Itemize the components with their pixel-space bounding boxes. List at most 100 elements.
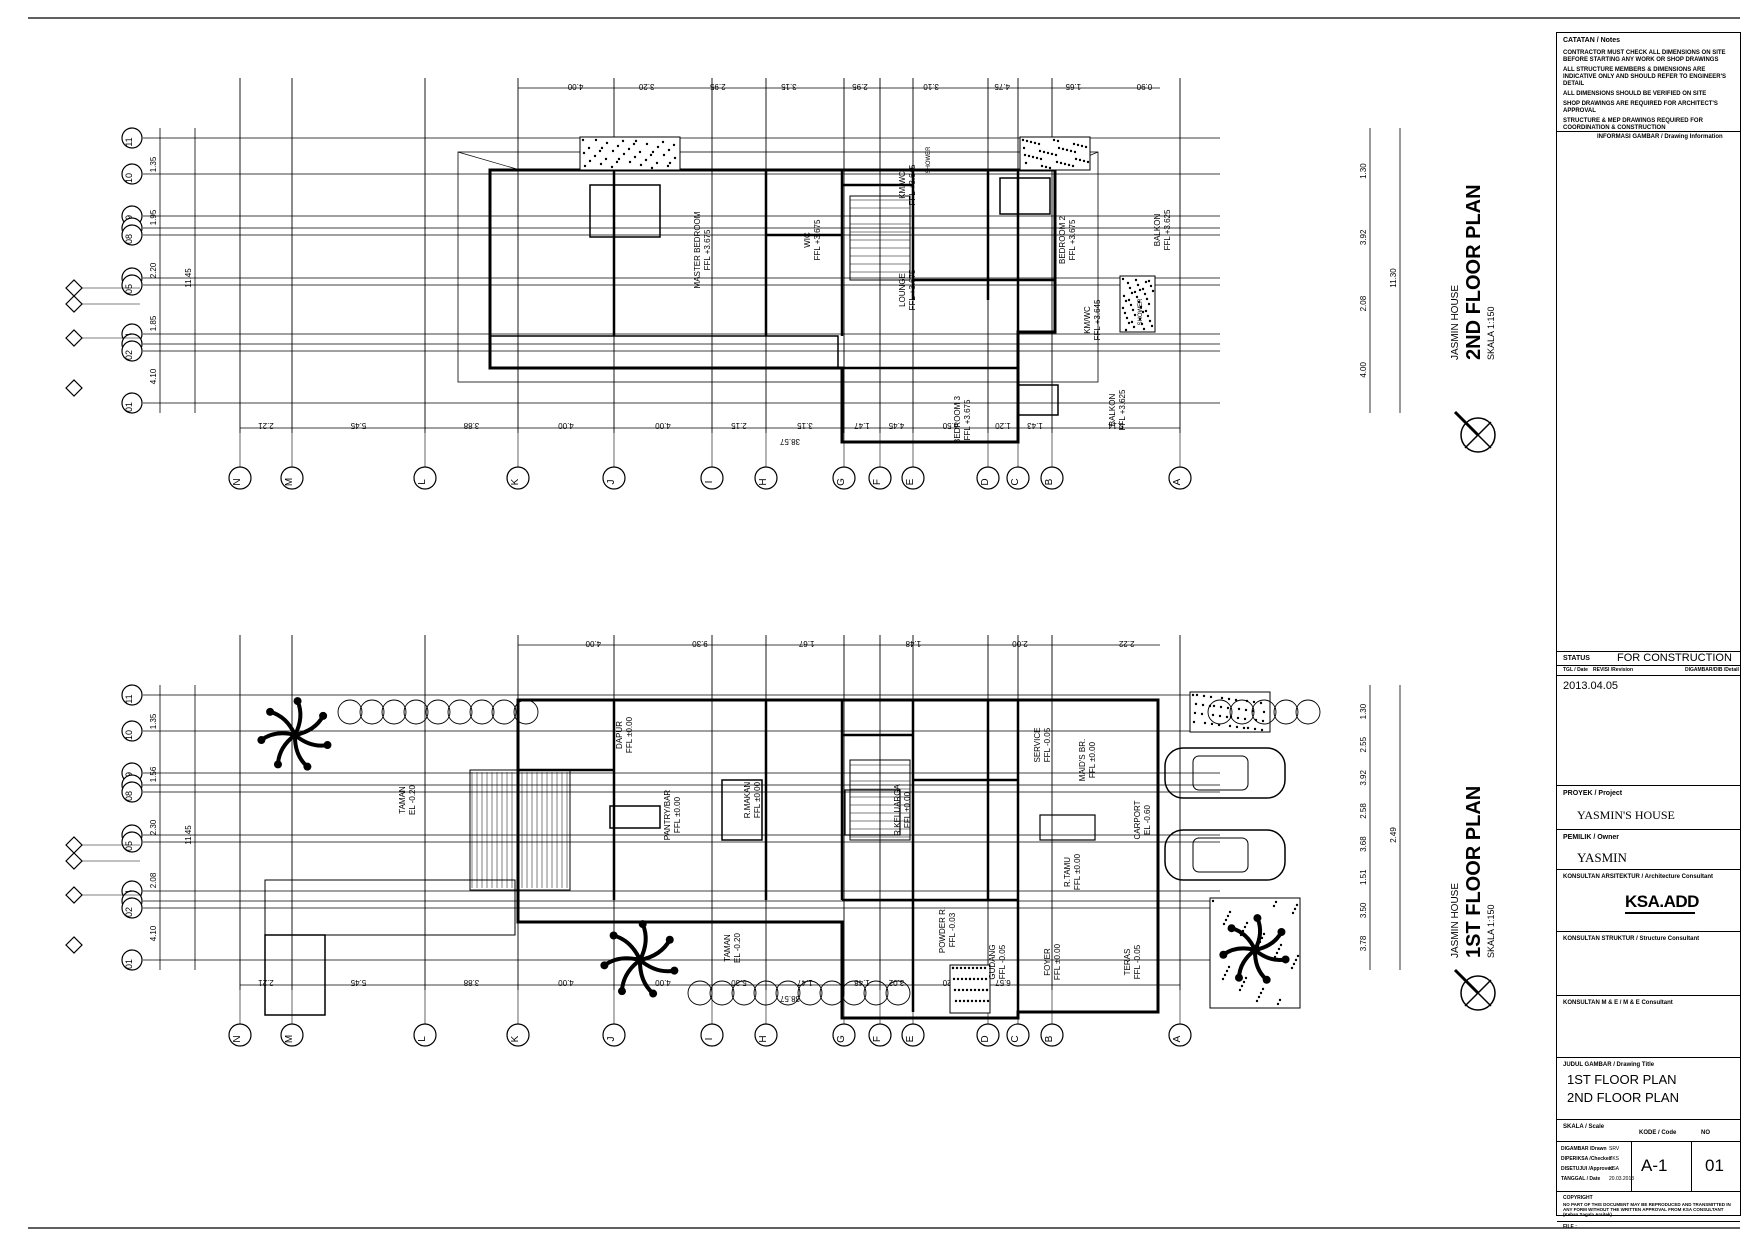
hatch-dot: [1144, 280, 1148, 284]
hatch-dot: [1210, 722, 1214, 726]
dimension-text: 1.65: [1065, 82, 1081, 91]
hatch-border: [579, 136, 681, 171]
hatch-dot: [1121, 277, 1125, 281]
hatch-dot: [1293, 907, 1297, 911]
hatch-dot: [1042, 150, 1046, 154]
room-name: WIC: [803, 232, 812, 248]
hatch-dot: [1055, 160, 1059, 164]
notes-list: CONTRACTOR MUST CHECK ALL DIMENSIONS ON …: [1557, 47, 1737, 132]
hatch-dot: [952, 977, 956, 981]
grid-bubble-col: [602, 466, 626, 490]
hatch-dot: [1225, 715, 1229, 719]
logo-underline: [1625, 912, 1695, 914]
hatch-dot: [1291, 911, 1295, 915]
shrub-circle: [863, 980, 889, 1006]
tree-leaf: [1219, 950, 1228, 959]
room-name: BALKON: [1108, 394, 1117, 427]
planter-hatch: [1019, 136, 1091, 171]
sofa-icon: [1039, 814, 1096, 841]
hatch-dot: [1259, 991, 1263, 995]
shrub-circle: [819, 980, 845, 1006]
room-level: FFL -0.05: [998, 944, 1007, 979]
room-name: KM/WC: [1083, 306, 1092, 334]
architect-logo: KSA.ADD: [1625, 892, 1699, 911]
dimension-text: 4.00: [1359, 362, 1368, 378]
grid-bubble-row: [121, 274, 143, 296]
file-label: FILE :: [1563, 1224, 1577, 1230]
dimension-text: 4.10: [149, 925, 158, 941]
hatch-dot: [662, 153, 666, 157]
dimension-text: 1.20: [995, 421, 1011, 430]
hatch-dot: [1193, 711, 1197, 715]
dimension-text: 3.20: [638, 82, 654, 91]
hatch-dot: [983, 966, 987, 970]
room-level: FFL +3.675: [1068, 219, 1077, 260]
hatch-dot: [1029, 140, 1033, 144]
hatch-dot: [960, 977, 964, 981]
room-name: BEDROOM 3: [953, 395, 962, 444]
bar-counter-icon: [609, 805, 661, 829]
structure-section: KONSULTAN STRUKTUR / Structure Consultan…: [1557, 931, 1740, 995]
hatch-dot: [1244, 976, 1248, 980]
drawing-title-section: JUDUL GAMBAR / Drawing Title 1ST FLOOR P…: [1557, 1057, 1740, 1119]
room-level: FFL +3.645: [1093, 299, 1102, 340]
hatch-dot: [1225, 969, 1229, 973]
hatch-dot: [1039, 157, 1043, 161]
tree-leaf: [638, 920, 647, 929]
hatch-dot: [1038, 149, 1042, 153]
room-level: EL -0.20: [408, 784, 417, 814]
shrub-circle: [425, 699, 451, 725]
note-5: STRUCTURE & MEP DRAWINGS REQUIRED FOR CO…: [1563, 118, 1703, 131]
hatch-dot: [628, 160, 632, 164]
tree-leaf: [609, 931, 618, 940]
tree-branch: [293, 733, 328, 748]
dimension-text: 6.57: [995, 978, 1011, 987]
hatch-dot: [1126, 281, 1130, 285]
hatch-dot: [1255, 999, 1259, 1003]
bed-icon: [999, 177, 1051, 215]
room-level: FFL ±0.00: [1053, 943, 1062, 980]
hatch-dot: [1123, 311, 1127, 315]
hatch-dot: [1243, 717, 1247, 721]
hatch-dot: [1252, 700, 1256, 704]
hatch-dot: [1069, 149, 1073, 153]
upper-plan-title-text: 2ND FLOOR PLAN: [1463, 184, 1485, 360]
dimension-text: 3.88: [463, 421, 479, 430]
hatch-dot: [1219, 705, 1223, 709]
tree-leaf: [617, 987, 626, 996]
dimension-text: 4.45: [888, 421, 904, 430]
hatch-dot: [1056, 139, 1060, 143]
owner-label: PEMILIK / Owner: [1563, 834, 1620, 841]
room-level: FFL +3.625: [1118, 389, 1127, 430]
grid-col-label: H: [758, 1035, 769, 1042]
hatch-dot: [1050, 152, 1054, 156]
grid-bubble-col: [700, 466, 724, 490]
tree-leaf: [1277, 927, 1286, 936]
section-marker-icon: [65, 295, 83, 313]
hatch-dot: [976, 977, 980, 981]
hatch-dot: [1124, 299, 1128, 303]
tree-branch: [638, 958, 675, 974]
section-marker-icon: [65, 836, 83, 854]
hatch-dot: [958, 999, 962, 1003]
tree-leaf: [670, 966, 679, 975]
total-dimension-text: 38.57: [779, 437, 800, 446]
dimension-text: 3.15: [781, 82, 797, 91]
section-marker-icon: [65, 329, 83, 347]
hatch-dot: [977, 988, 981, 992]
hatch-dot: [1025, 139, 1029, 143]
tree-leaf: [266, 707, 275, 716]
shrub-circle: [1295, 699, 1321, 725]
roof-outline: [457, 151, 1099, 383]
shrub-circle: [1273, 699, 1299, 725]
copyright-label: COPYRIGHT: [1563, 1195, 1593, 1201]
hatch-dot: [600, 146, 604, 150]
bed-icon: [589, 184, 661, 238]
hatch-dot: [1261, 987, 1265, 991]
hatch-dot: [1133, 313, 1137, 317]
hatch-dot: [1024, 161, 1028, 165]
grid-col-label: G: [836, 1035, 847, 1043]
hatch-dot: [1037, 142, 1041, 146]
hatch-dot: [1262, 710, 1266, 714]
hatch-dot: [1072, 142, 1076, 146]
